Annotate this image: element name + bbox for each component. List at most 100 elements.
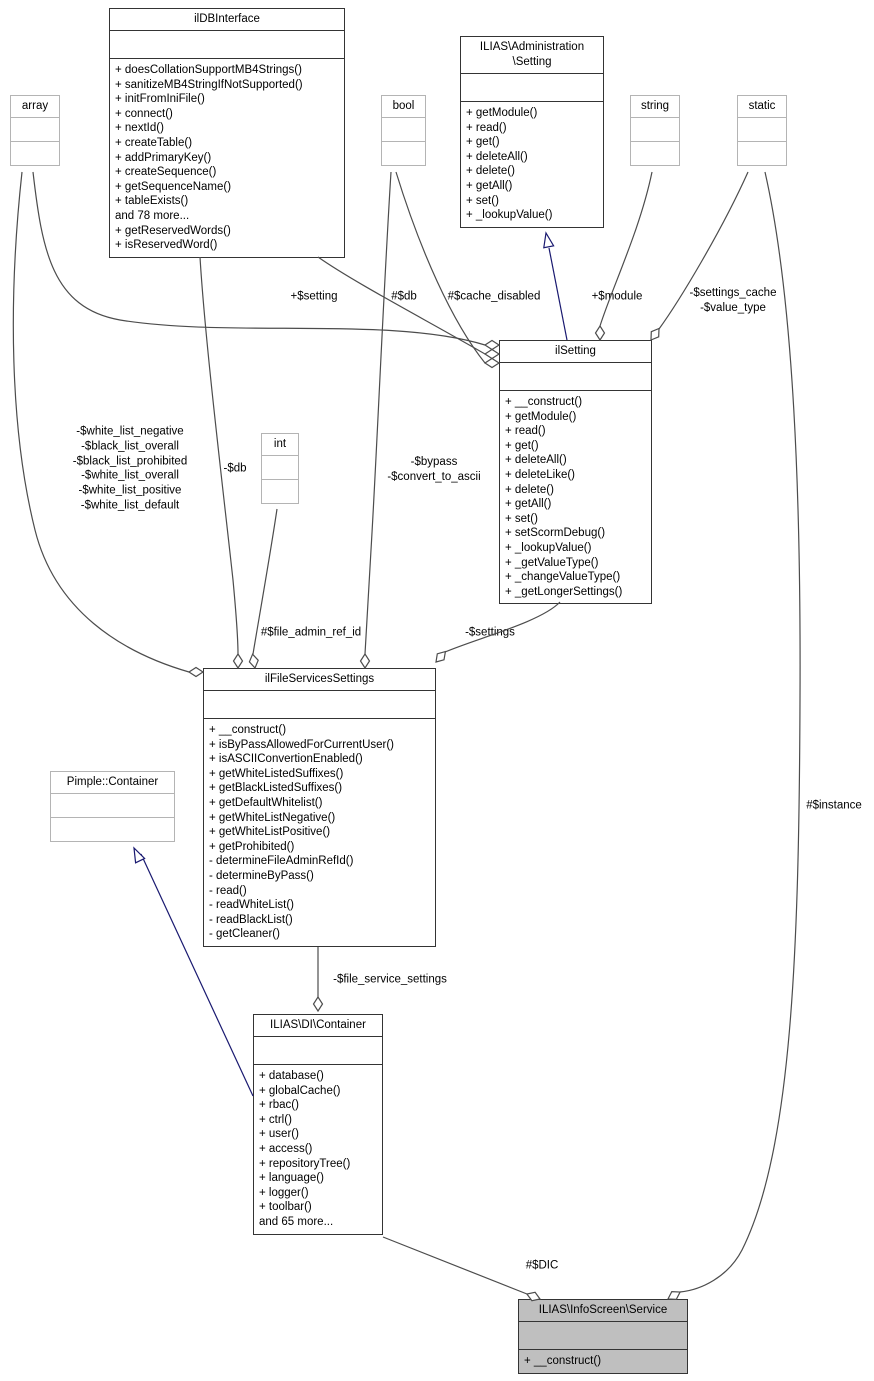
attributes-compartment	[51, 794, 174, 818]
method-entry: + database()	[259, 1070, 324, 1082]
methods-compartment: + __construct()+ getModule()+ read()+ ge…	[500, 391, 651, 603]
edge-label-line: -$file_service_settings	[333, 973, 447, 986]
class-title: ilFileServicesSettings	[204, 669, 435, 691]
method-entry: + addPrimaryKey()	[115, 151, 212, 164]
edge-label-string-to-ilsetting: +$module	[592, 290, 643, 305]
method-entry: and 65 more...	[259, 1215, 334, 1228]
method-entry: + __construct()	[524, 1355, 602, 1367]
method-entry: + _lookupValue()	[505, 541, 592, 554]
method-entry: + getModule()	[505, 410, 577, 423]
aggregation-diamond-icon	[248, 653, 259, 670]
edge-label-ildbinterface-to-ilsetting: #$db	[391, 290, 417, 305]
method-entry: + nextId()	[115, 122, 164, 135]
class-box-string: string	[630, 95, 680, 166]
method-entry: + getWhiteListedSuffixes()	[209, 767, 344, 780]
method-entry: + ctrl()	[259, 1113, 292, 1126]
class-title-line: ILIAS\Administration	[479, 41, 585, 53]
methods-compartment: + getModule()+ read()+ get()+ deleteAll(…	[461, 102, 603, 227]
attributes-compartment	[11, 118, 59, 142]
methods-compartment: + __construct()	[519, 1350, 687, 1373]
edge-label-line: -$white_list_default	[80, 499, 180, 512]
method-entry: + deleteAll()	[505, 454, 567, 467]
edge-label-line: -$bypass	[410, 456, 458, 469]
method-entry: + getWhiteListNegative()	[209, 811, 336, 824]
method-entry: + doesCollationSupportMB4Strings()	[115, 64, 302, 76]
class-title: ilDBInterface	[110, 9, 344, 31]
method-entry: - readWhiteList()	[209, 899, 294, 912]
edge-label-line: -$convert_to_ascii	[387, 471, 481, 483]
method-entry: + connect()	[115, 107, 173, 120]
class-box-ilias-infoscreen-service: ILIAS\InfoScreen\Service+ __construct()	[518, 1299, 688, 1374]
edge-label-line: +$setting	[290, 290, 338, 303]
method-entry: + isReservedWord()	[115, 239, 218, 252]
class-box-ilsetting[interactable]: ilSetting+ __construct()+ getModule()+ r…	[499, 340, 652, 605]
method-entry: + createSequence()	[115, 166, 217, 179]
method-entry: + logger()	[259, 1186, 309, 1199]
attributes-compartment	[461, 74, 603, 102]
aggregation-diamond-icon	[483, 357, 501, 369]
method-entry: + toolbar()	[259, 1201, 312, 1214]
method-entry: + tableExists()	[115, 195, 189, 208]
class-box-ilias-administration-setting[interactable]: ILIAS\Administration\Setting+ getModule(…	[460, 36, 604, 228]
class-title-line: ilSetting	[555, 345, 596, 357]
method-entry: + deleteAll()	[466, 150, 528, 163]
method-entry: - determineByPass()	[209, 869, 314, 882]
edge-label-line: -$black_list_overall	[81, 440, 179, 453]
method-entry: + getProhibited()	[209, 840, 295, 853]
edge-label-line: -$settings_cache	[689, 287, 777, 300]
methods-compartment-empty	[738, 142, 786, 165]
method-entry: + getReservedWords()	[115, 224, 231, 237]
edge-label-dicontainer-to-service: #$DIC	[526, 1259, 559, 1274]
method-entry: + __construct()	[505, 396, 583, 408]
class-title: static	[738, 96, 786, 118]
class-title-line: int	[273, 438, 287, 450]
method-entry: + set()	[466, 194, 499, 207]
class-box-ilfileservicessettings[interactable]: ilFileServicesSettings + __construct()+ i…	[203, 668, 436, 947]
method-entry: + getAll()	[505, 498, 552, 511]
class-title-line: string	[640, 100, 670, 112]
method-entry: + read()	[466, 121, 507, 134]
class-box-array: array	[10, 95, 60, 166]
class-box-ildbinterface[interactable]: ilDBInterface + doesCollationSupportMB4St…	[109, 8, 345, 258]
method-entry: - determineFileAdminRefId()	[209, 855, 354, 868]
class-title: int	[262, 434, 298, 456]
method-entry: + initFromIniFile()	[115, 93, 205, 106]
inheritance-arrow-icon	[133, 846, 146, 864]
inheritance-arrow-icon	[543, 231, 555, 249]
method-entry: + delete()	[505, 483, 554, 496]
method-entry: + rbac()	[259, 1099, 299, 1112]
methods-compartment-empty	[382, 142, 425, 165]
edge-label-line: -$black_list_prohibited	[72, 455, 188, 468]
edge-label-bool-to-filesettings: -$bypass -$convert_to_ascii	[387, 455, 480, 485]
edge-dicontainer-to-service	[382, 1236, 528, 1295]
class-title-line: ILIAS\DI\Container	[270, 1019, 366, 1031]
attributes-compartment	[500, 363, 651, 391]
methods-compartment-empty	[631, 142, 679, 165]
edge-label-line: -$value_type	[700, 302, 766, 314]
class-box-int: int	[261, 433, 299, 504]
method-entry: + getModule()	[466, 107, 538, 119]
attributes-compartment	[382, 118, 425, 142]
method-entry: + getDefaultWhitelist()	[209, 796, 323, 809]
class-box-bool: bool	[381, 95, 426, 166]
method-entry: + getWhiteListPositive()	[209, 826, 331, 839]
aggregation-diamond-icon	[187, 666, 205, 678]
edge-label-line: #$instance	[806, 799, 862, 812]
class-title-line: bool	[392, 100, 415, 112]
class-title-line: ilFileServicesSettings	[264, 673, 375, 685]
methods-compartment: + __construct()+ isByPassAllowedForCurre…	[204, 719, 435, 946]
class-title-line: static	[748, 100, 776, 112]
method-entry: + _getLongerSettings()	[505, 585, 623, 598]
edge-label-int-to-filesettings: #$file_admin_ref_id	[261, 626, 361, 641]
edge-label-filesettings-to-dicontainer: -$file_service_settings	[333, 973, 447, 988]
attributes-compartment	[738, 118, 786, 142]
edge-adminsetting-generalization	[548, 247, 568, 341]
method-entry: + _lookupValue()	[466, 209, 553, 222]
edge-label-line: -$white_list_positive	[78, 484, 182, 497]
class-box-ilias-di-container[interactable]: ILIAS\DI\Container+ database()+ globalCa…	[253, 1014, 383, 1235]
attributes-compartment	[262, 456, 298, 480]
edge-ildbinterface-to-filesettings	[199, 256, 239, 655]
method-entry: - getCleaner()	[209, 928, 280, 941]
edge-label-line: -$db	[223, 462, 247, 475]
method-entry: + setScormDebug()	[505, 527, 606, 540]
